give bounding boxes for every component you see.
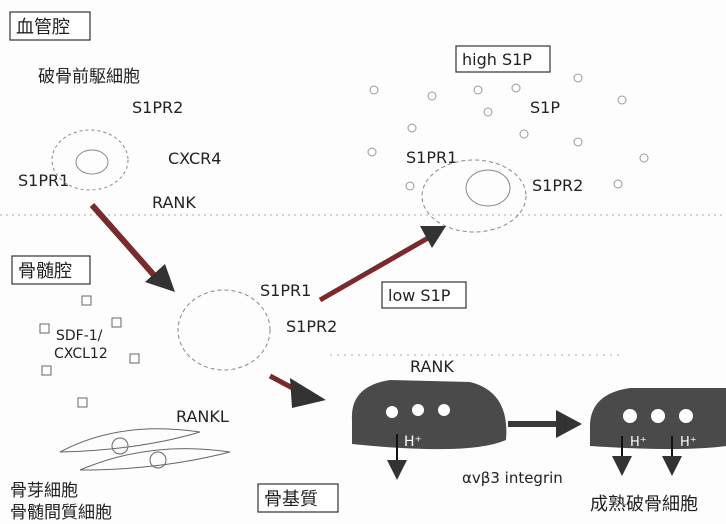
rankl-label: RANKL <box>176 407 229 426</box>
descent-arrow <box>92 205 160 282</box>
s1p-dot <box>428 92 436 100</box>
maturation-arrowhead <box>290 378 326 408</box>
proton-label-3: H⁺ <box>680 435 697 450</box>
s1p-dot <box>520 130 528 138</box>
sdf1-square <box>78 398 87 407</box>
sdf1-square <box>112 318 121 327</box>
s1p-dot <box>512 84 520 92</box>
s1p-label: S1P <box>530 98 560 117</box>
mature-nucleus <box>623 409 637 423</box>
s1pr2-mid-label: S1PR2 <box>286 317 337 336</box>
proton-label-2: H⁺ <box>630 435 647 450</box>
sdf1-square <box>42 366 51 375</box>
s1p-dot <box>474 86 482 94</box>
low-s1p-label: low S1P <box>388 286 451 305</box>
s1p-dot <box>574 138 582 146</box>
stromal-label: 骨髄間質細胞 <box>10 503 112 523</box>
mature-osteoclast-label: 成熟破骨細胞 <box>590 494 698 515</box>
proton-label-1: H⁺ <box>404 434 422 450</box>
egress-arrowhead <box>420 226 446 248</box>
precursor-nucleus <box>76 150 108 174</box>
stromal-cells <box>60 429 230 470</box>
bone-marrow-label: 骨髄腔 <box>18 261 72 282</box>
migrating-nucleus <box>466 170 510 206</box>
immature-osteoclast <box>352 380 506 449</box>
osteoclast-precursor-label: 破骨前駆細胞 <box>38 67 140 87</box>
s1pr2-top-label: S1PR2 <box>132 98 183 117</box>
s1p-dot <box>618 96 626 104</box>
s1pr1-mid-label: S1PR1 <box>260 281 311 300</box>
s1pr2-right-label: S1PR2 <box>532 176 583 195</box>
mature-nucleus <box>679 409 693 423</box>
rank-left-label: RANK <box>152 193 196 212</box>
sdf1-square <box>82 296 91 305</box>
sdf1-label-line2: CXCL12 <box>54 346 108 362</box>
cxcr4-label: CXCR4 <box>168 149 221 168</box>
s1p-dot <box>614 180 622 188</box>
rank-mid-label: RANK <box>410 357 454 376</box>
s1p-dot <box>370 86 378 94</box>
s1p-dot <box>406 182 414 190</box>
s1p-dot <box>640 154 648 162</box>
sdf1-square <box>40 324 49 333</box>
osteoblast-label: 骨芽細胞 <box>10 481 78 501</box>
osteoclast-nucleus <box>386 406 398 418</box>
migrating-cell <box>422 160 526 232</box>
s1p-dot <box>574 74 582 82</box>
s1p-dot <box>368 148 376 156</box>
osteoclast-nucleus <box>412 404 424 416</box>
bone-matrix-label: 骨基質 <box>264 489 318 510</box>
osteoclast-nucleus <box>438 404 450 416</box>
integrin-label: αvβ3 integrin <box>462 469 563 487</box>
marrow-cell <box>178 290 270 370</box>
sdf1-square <box>130 354 139 363</box>
blood-vessel-label: 血管腔 <box>16 17 70 38</box>
high-s1p-label: high S1P <box>462 50 532 69</box>
s1p-molecules <box>368 74 648 190</box>
s1p-dot <box>408 124 416 132</box>
s1p-dot <box>484 108 492 116</box>
maturation-arrowhead-right <box>556 410 582 438</box>
mature-nucleus <box>651 409 665 423</box>
sdf1-label-line1: SDF-1/ <box>56 328 103 344</box>
s1pr1-left-label: S1PR1 <box>18 171 69 190</box>
